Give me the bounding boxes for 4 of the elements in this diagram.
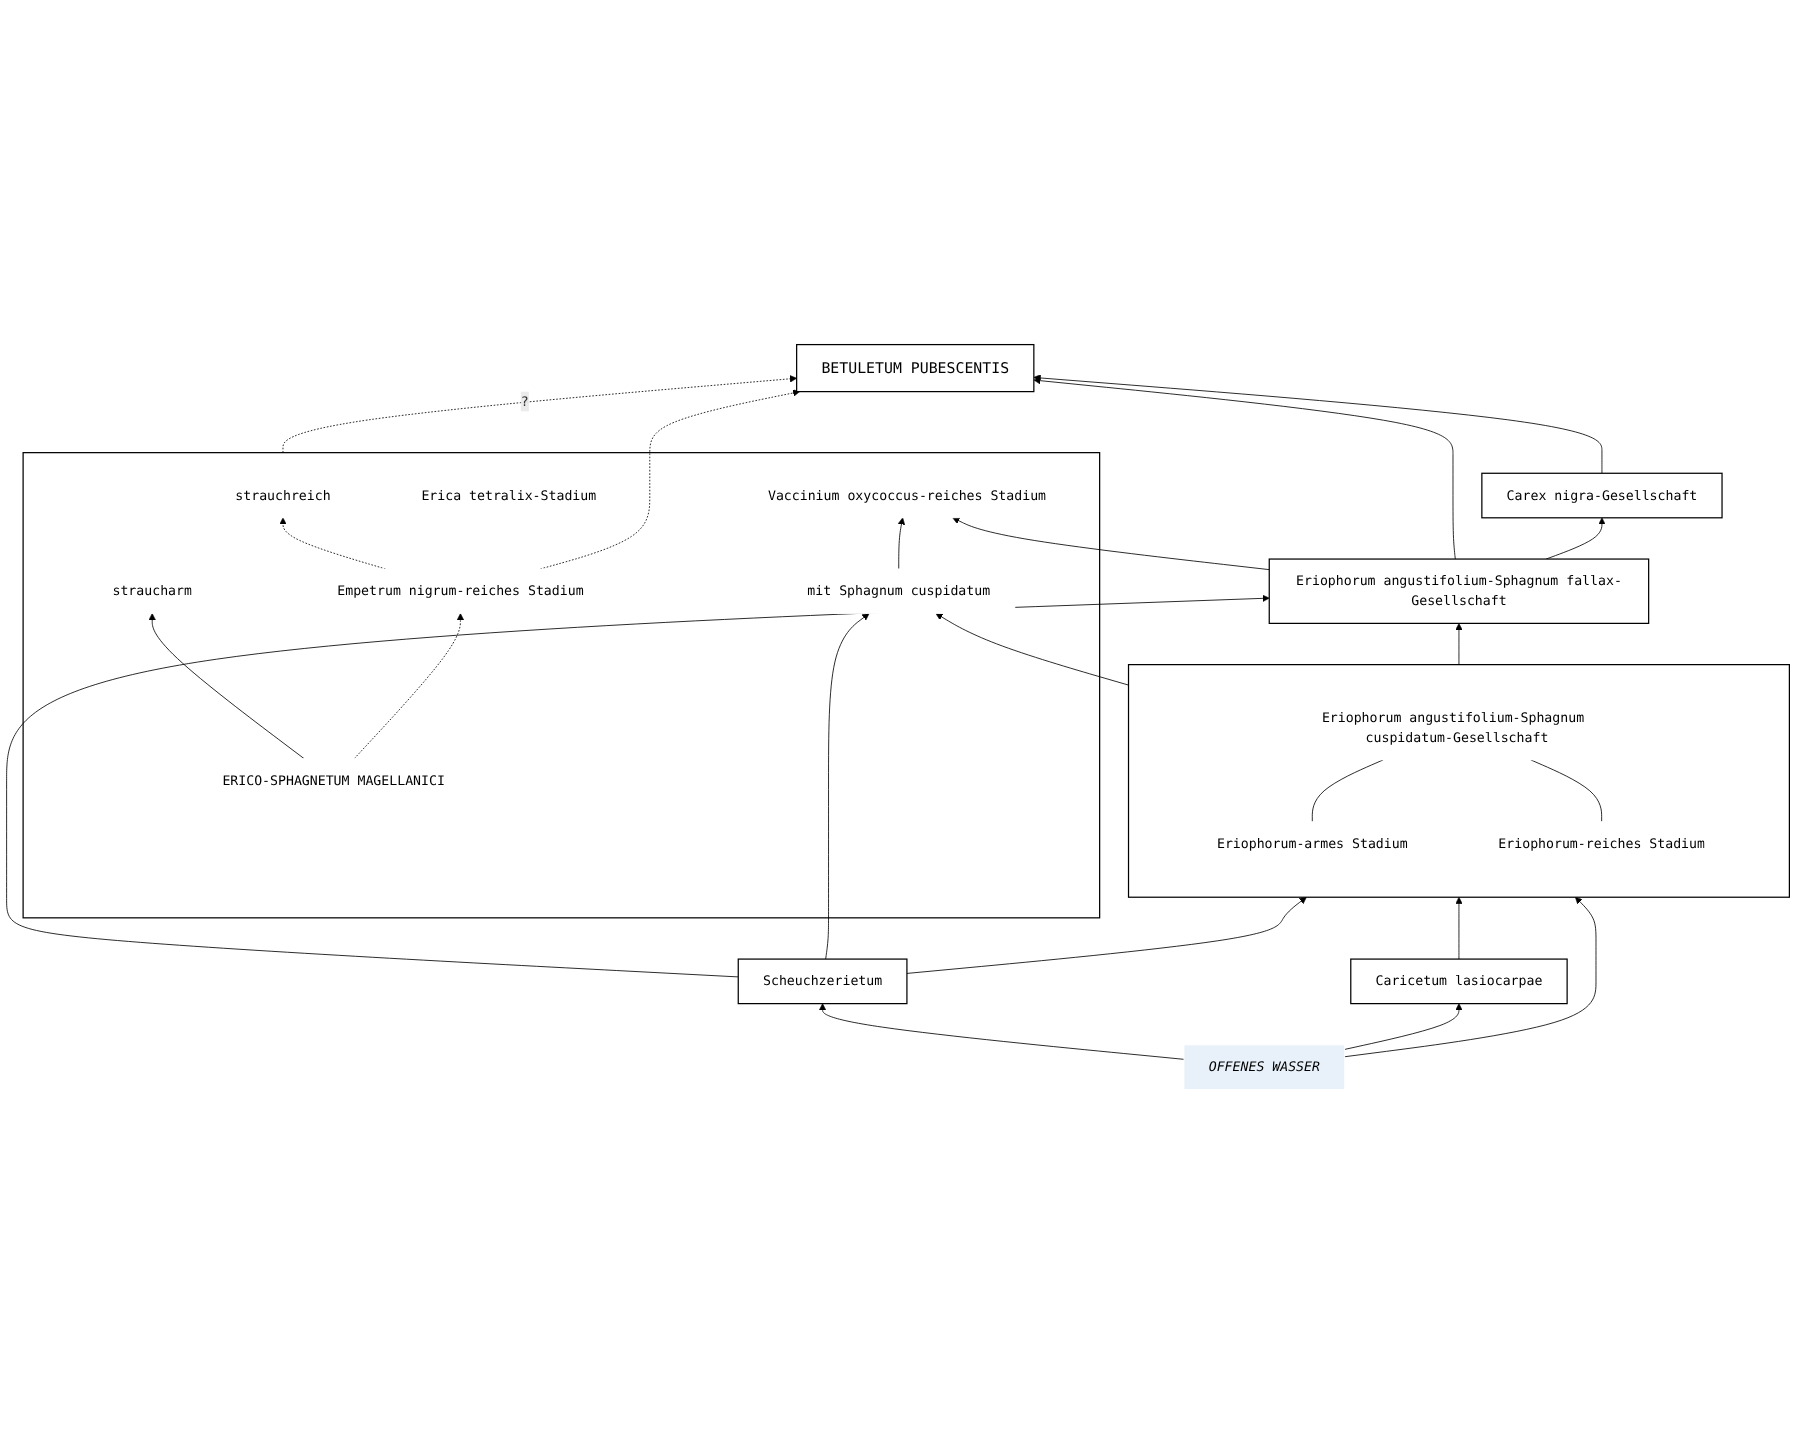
cluster bbox=[1127, 664, 1790, 898]
connector bbox=[1530, 759, 1603, 823]
connector bbox=[1311, 759, 1384, 823]
cluster bbox=[22, 452, 1101, 919]
